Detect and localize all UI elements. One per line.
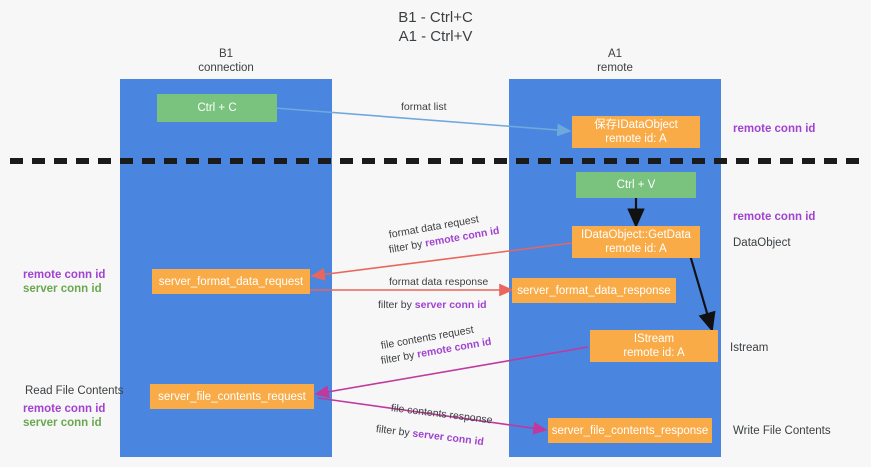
label-remote-conn-id-mid: remote conn id xyxy=(733,211,816,223)
label-write-file-contents: Write File Contents xyxy=(733,425,831,437)
edge-label-file-contents-response-filter: filter by server conn id xyxy=(375,422,484,449)
page-title: B1 - Ctrl+C A1 - Ctrl+V xyxy=(398,9,473,45)
edge-label-format-list: format list xyxy=(401,101,447,113)
label-left-remote-conn-id: remote conn id xyxy=(23,269,106,281)
label-left-server-conn-id: server conn id xyxy=(23,283,102,295)
box-ctrl-v[interactable]: Ctrl + V xyxy=(576,172,696,198)
edge-label-format-data-response: format data response xyxy=(389,276,489,288)
label-dataobject: DataObject xyxy=(733,237,791,249)
filter-prefix: filter by xyxy=(378,299,415,311)
edge-label-file-contents-response-text: file contents response xyxy=(390,402,494,427)
box-server-format-data-response[interactable]: server_format_data_response xyxy=(512,278,676,303)
filter-key-server-conn-id: server conn id xyxy=(414,299,487,311)
box-server-file-contents-request[interactable]: server_file_contents_request xyxy=(150,384,314,409)
lane-title-right: A1 remote xyxy=(597,48,633,74)
label-remote-conn-id-top: remote conn id xyxy=(733,123,816,135)
box-server-format-data-request[interactable]: server_format_data_request xyxy=(152,269,310,294)
filter-key-server-conn-id: server conn id xyxy=(411,427,485,449)
box-save-idataobject[interactable]: 保存IDataObject remote id: A xyxy=(572,116,700,148)
label-left-server-conn-id-2: server conn id xyxy=(23,417,102,429)
box-server-file-contents-response[interactable]: server_file_contents_response xyxy=(548,418,712,443)
filter-prefix: filter by xyxy=(375,423,414,440)
label-read-file-contents: Read File Contents xyxy=(25,385,124,397)
edge-label-format-data-response-filter: filter by server conn id xyxy=(378,298,487,312)
box-idataobject-getdata[interactable]: IDataObject::GetData remote id: A xyxy=(572,226,700,258)
box-ctrl-c[interactable]: Ctrl + C xyxy=(157,94,277,122)
edge-label-file-contents-response: file contents response xyxy=(390,401,493,427)
label-istream: Istream xyxy=(730,342,769,354)
lane-title-left: B1 connection xyxy=(198,48,254,74)
label-left-remote-conn-id-2: remote conn id xyxy=(23,403,106,415)
box-istream[interactable]: IStream remote id: A xyxy=(590,330,718,362)
